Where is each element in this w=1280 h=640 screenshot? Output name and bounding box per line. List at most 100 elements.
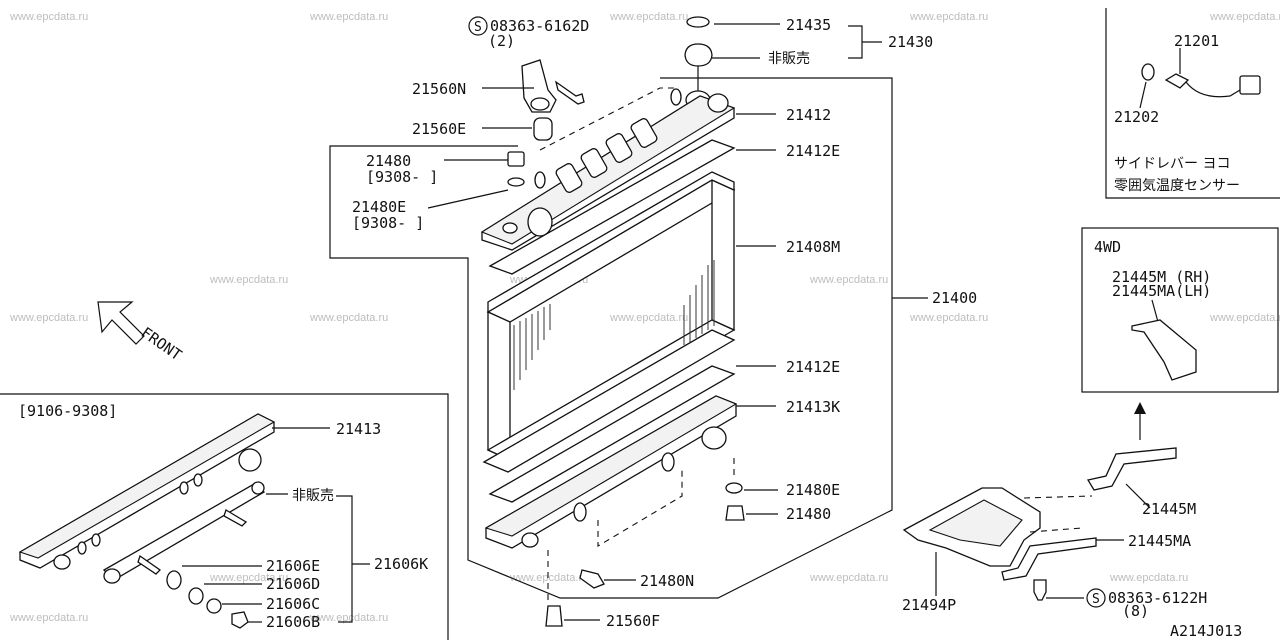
up-arrow: [1134, 402, 1146, 440]
o-ring-21606e[interactable]: [166, 570, 182, 590]
bracket-21445ma[interactable]: [1001, 537, 1097, 581]
watermark: www.epcdata.ru: [1209, 11, 1280, 23]
bolt-08363-6162d[interactable]: [554, 80, 585, 105]
upper-tank[interactable]: [480, 88, 736, 251]
gasket-21202[interactable]: [1141, 63, 1155, 81]
washer-21606d[interactable]: [188, 587, 204, 605]
watermark: www.epcdata.ru: [9, 312, 88, 324]
label-21435: 21435: [786, 16, 831, 34]
label-21480e-top: 21480E: [352, 198, 406, 216]
label-21430: 21430: [888, 33, 933, 51]
label-21494p: 21494P: [902, 596, 956, 614]
watermark: www.epcdata.ru: [909, 312, 988, 324]
bracket-21445m[interactable]: [1086, 447, 1177, 491]
screw-symbol-6122h: S: [1086, 588, 1106, 608]
watermark: www.epcdata.ru: [209, 274, 288, 286]
label-21480-bottom: 21480: [786, 505, 831, 523]
bracket-4wd[interactable]: [1131, 319, 1197, 381]
bolt-08363-6122h[interactable]: [1033, 579, 1047, 601]
fwd-inset-frame: [1081, 227, 1279, 393]
label-21408m: 21408M: [786, 238, 840, 256]
label-08363-6122h: 08363-6122H: [1108, 589, 1207, 607]
drawing-code: A214J013: [1170, 622, 1242, 640]
lower-tank[interactable]: [484, 395, 738, 549]
label-21606c: 21606C: [266, 595, 320, 613]
drain-plug-21480-bottom[interactable]: [725, 505, 745, 521]
svg-text:S: S: [474, 20, 482, 35]
oil-cooler-pipe-21606k[interactable]: [102, 481, 266, 584]
inset-frame-9106-9308: [0, 393, 449, 640]
label-21606k: 21606K: [374, 555, 428, 573]
under-cover-21494p[interactable]: [902, 487, 1041, 567]
label-21606e: 21606E: [266, 557, 320, 575]
bracket-21606k: [336, 495, 370, 623]
label-not-sold-top: 非販売: [768, 51, 810, 67]
label-21400: 21400: [932, 289, 977, 307]
drain-cock-21480n[interactable]: [579, 569, 605, 589]
watermark: www.epcdata.ru: [309, 312, 388, 324]
watermark: www.epcdata.ru: [909, 11, 988, 23]
label-21480-top-range: [9308- ]: [366, 168, 438, 186]
bracket-21560n[interactable]: [521, 59, 557, 113]
front-label: FRONT: [138, 324, 185, 365]
watermark: www.epcdata.ru: [809, 274, 888, 286]
radiator-cap[interactable]: [684, 16, 713, 110]
label-21412e-top: 21412E: [786, 142, 840, 160]
watermark: www.epcdata.ru: [1209, 312, 1280, 324]
dash-line: [1023, 495, 1093, 499]
label-21560n: 21560N: [412, 80, 466, 98]
lower-seal[interactable]: [488, 365, 736, 503]
screw-symbol-6162d: S: [468, 16, 488, 36]
fwd-title: 4WD: [1094, 238, 1121, 256]
drain-plug-21480-top[interactable]: [507, 151, 525, 187]
dash-line: [539, 87, 676, 151]
watermark-layer: www.epcdata.ru www.epcdata.ru www.epcdat…: [9, 11, 1280, 624]
watermark: www.epcdata.ru: [609, 312, 688, 324]
label-08363-6162d: 08363-6162D: [490, 17, 589, 35]
label-21201: 21201: [1174, 32, 1219, 50]
sensor-caption-line-2: 零囲気温度センサー: [1114, 178, 1240, 194]
lower-tank-21413[interactable]: [18, 413, 276, 570]
leader-line: [1125, 483, 1151, 509]
label-21480n: 21480N: [640, 572, 694, 590]
label-not-sold-inset: 非販売: [292, 488, 334, 504]
label-21480e-bottom: 21480E: [786, 481, 840, 499]
nut-21606b[interactable]: [231, 611, 249, 629]
watermark: www.epcdata.ru: [209, 572, 288, 584]
sensor-inset-frame: [1105, 8, 1280, 199]
label-21445ma: 21445MA: [1128, 532, 1191, 550]
mount-rubber-21560f[interactable]: [545, 605, 563, 627]
watermark: www.epcdata.ru: [609, 11, 688, 23]
sensor-caption-line-1: サイドレバー ヨコ: [1114, 156, 1230, 172]
dash-line: [1029, 527, 1083, 533]
label-21413k: 21413K: [786, 398, 840, 416]
leader-line: [1139, 81, 1147, 109]
radiator-core[interactable]: [482, 171, 736, 473]
core-fins-left: [513, 304, 551, 390]
washer-21480e-bottom[interactable]: [725, 482, 743, 494]
label-21480e-top-range: [9308- ]: [352, 214, 424, 232]
label-21606d: 21606D: [266, 575, 320, 593]
label-21445ma-lh: 21445MA(LH): [1112, 282, 1211, 300]
label-21480-top: 21480: [366, 152, 411, 170]
label-21560f: 21560F: [606, 612, 660, 630]
label-21202: 21202: [1114, 108, 1159, 126]
label-qty-8: (8): [1122, 602, 1149, 620]
core-fins-right: [683, 260, 715, 345]
temperature-sensor-21201[interactable]: [1164, 73, 1261, 98]
washer-21606c[interactable]: [206, 598, 222, 614]
front-arrow: FRONT: [97, 301, 185, 365]
watermark: www.epcdata.ru: [309, 11, 388, 23]
label-inset-range: [9106-9308]: [18, 402, 117, 420]
upper-seal[interactable]: [488, 139, 736, 275]
svg-text:S: S: [1092, 592, 1100, 607]
label-21560e: 21560E: [412, 120, 466, 138]
mount-rubber-21560e[interactable]: [533, 117, 553, 141]
label-21412e-bottom: 21412E: [786, 358, 840, 376]
label-qty-2: (2): [488, 32, 515, 50]
watermark: www.epcdata.ru: [509, 572, 588, 584]
watermark: www.epcdata.ru: [309, 612, 388, 624]
watermark: www.epcdata.ru: [1109, 572, 1188, 584]
label-21412: 21412: [786, 106, 831, 124]
